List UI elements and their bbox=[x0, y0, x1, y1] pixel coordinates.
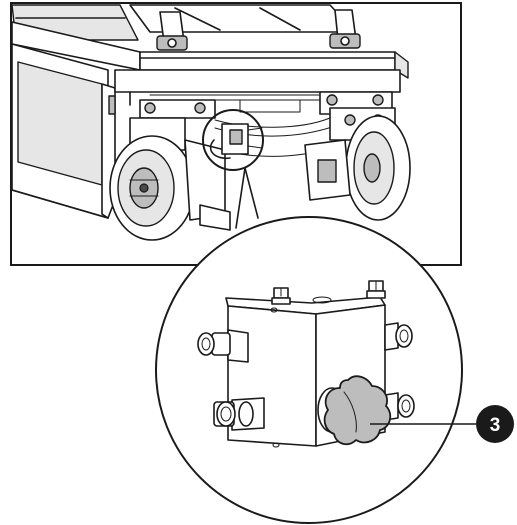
adjustment-knob bbox=[317, 375, 392, 446]
machine-side-panel bbox=[11, 43, 116, 219]
callout-number: 3 bbox=[490, 415, 501, 436]
machine-underside-view bbox=[10, 2, 462, 266]
left-wheel bbox=[109, 117, 226, 241]
left-top-bolt bbox=[271, 287, 291, 305]
right-top-bolt bbox=[366, 280, 386, 299]
right-caster-wheel bbox=[304, 107, 411, 221]
upper-left-fitting bbox=[197, 329, 249, 363]
machine-base-plate bbox=[199, 204, 231, 231]
magnified-detail-view bbox=[155, 216, 463, 524]
valve-location-highlight bbox=[202, 109, 264, 171]
knob-star-grip bbox=[323, 375, 392, 446]
callout-badge bbox=[476, 405, 514, 443]
right-upper-fitting bbox=[384, 322, 413, 351]
machine-top-body bbox=[11, 4, 409, 79]
callout-3: 3 bbox=[370, 405, 514, 443]
detail-leader-lines bbox=[235, 167, 259, 229]
lower-left-fitting bbox=[213, 397, 265, 431]
